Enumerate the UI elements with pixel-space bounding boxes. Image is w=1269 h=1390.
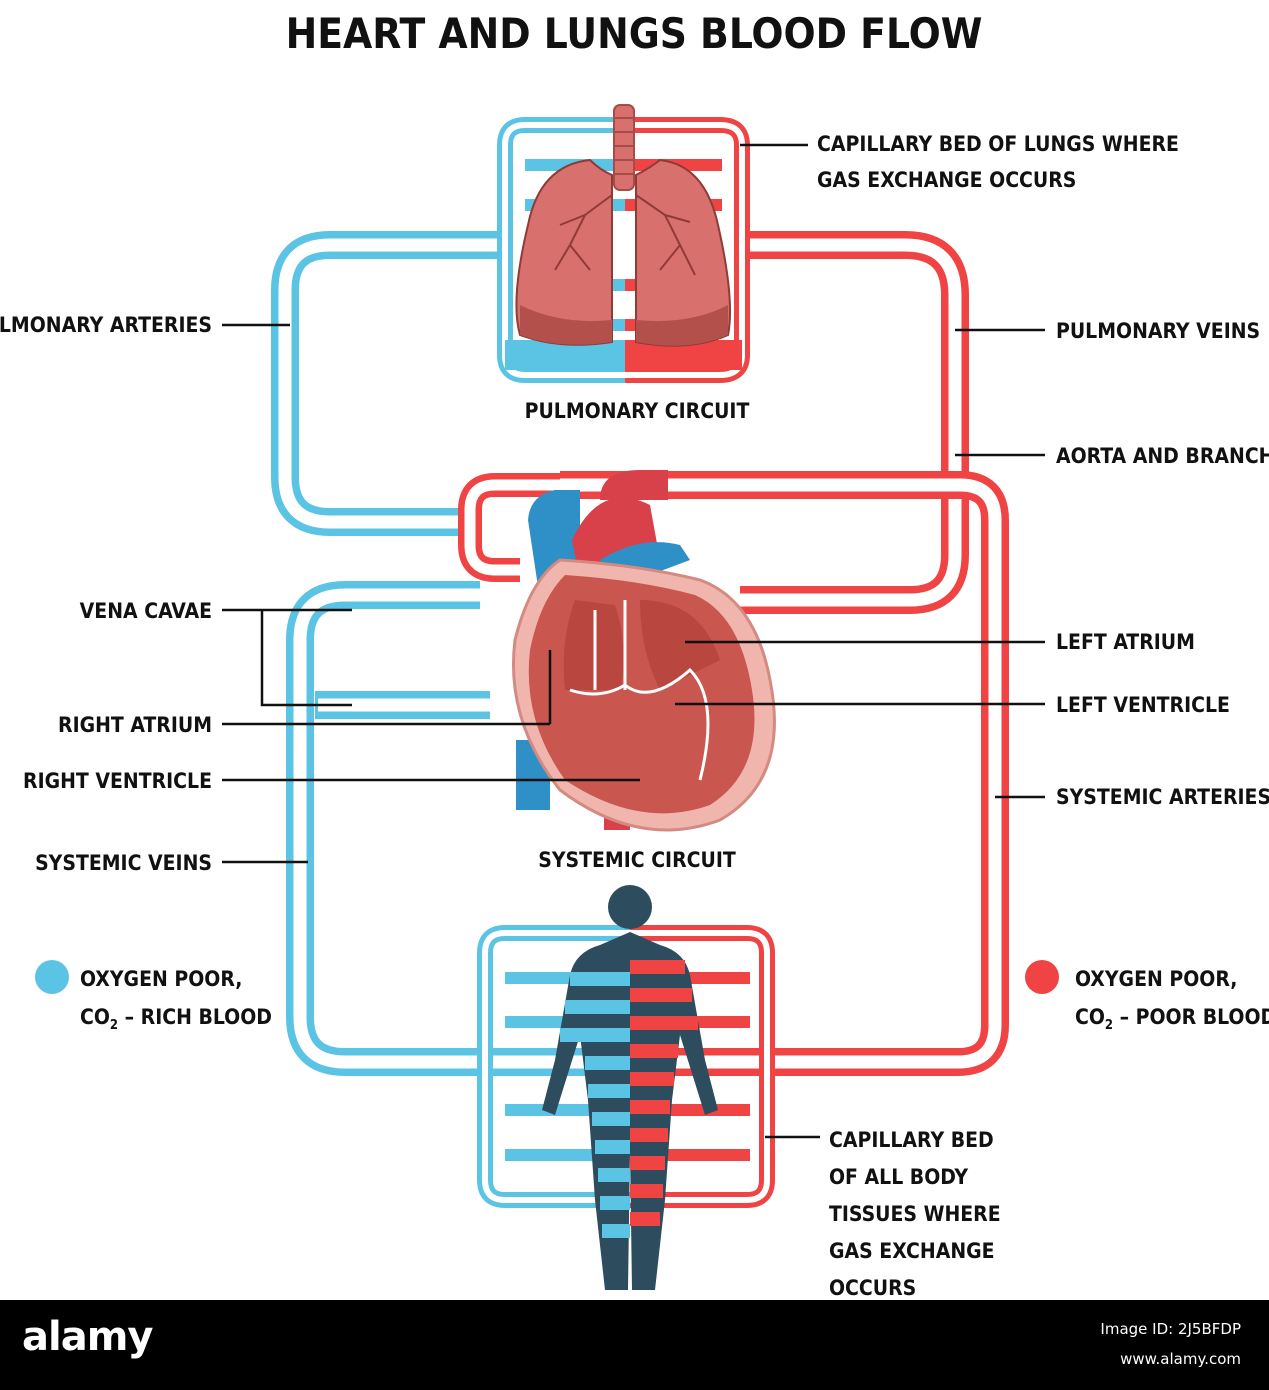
label-systemic-circuit: SYSTEMIC CIRCUIT: [538, 848, 736, 872]
stock-footer-bar: alamy Image ID: 2J5BFDP www.alamy.com: [0, 1300, 1269, 1390]
label-pulmonary-circuit: PULMONARY CIRCUIT: [525, 399, 750, 423]
legend-blue-dot: [35, 960, 69, 994]
label-capillary-body-line4: GAS EXCHANGE: [829, 1239, 995, 1263]
label-left-atrium: LEFT ATRIUM: [1056, 630, 1195, 654]
image-id-text: Image ID: 2J5BFDP: [1100, 1320, 1241, 1338]
label-vena-cavae: VENA CAVAE: [80, 599, 212, 623]
blood-flow-diagram: HEART AND LUNGS BLOOD FLOW: [0, 9, 1269, 1300]
footer-meta: Image ID: 2J5BFDP www.alamy.com: [1100, 1314, 1241, 1374]
lungs-illustration: [515, 104, 732, 347]
legend-red-dot: [1025, 960, 1059, 994]
label-pulmonary-veins: PULMONARY VEINS: [1056, 319, 1260, 343]
diagram-title: HEART AND LUNGS BLOOD FLOW: [286, 9, 983, 58]
label-capillary-body-line5: OCCURS: [829, 1276, 916, 1300]
legend-oxygen-poor-red: OXYGEN POOR, CO2 – POOR BLOOD: [1025, 960, 1269, 1033]
label-right-atrium: RIGHT ATRIUM: [58, 713, 212, 737]
label-pulmonary-arteries: PULMONARY ARTERIES: [0, 313, 212, 337]
human-figure: [542, 885, 718, 1290]
label-left-ventricle: LEFT VENTRICLE: [1056, 693, 1230, 717]
legend-red-line2: CO2 – POOR BLOOD: [1075, 1005, 1269, 1033]
legend-blue-line2: CO2 – RICH BLOOD: [80, 1005, 272, 1033]
legend-red-line1: OXYGEN POOR,: [1075, 967, 1237, 991]
label-capillary-body-line2: OF ALL BODY: [829, 1165, 968, 1189]
alamy-logo: alamy: [22, 1314, 153, 1360]
label-capillary-lungs-line1: CAPILLARY BED OF LUNGS WHERE: [817, 132, 1179, 156]
label-capillary-lungs-line2: GAS EXCHANGE OCCURS: [817, 168, 1076, 192]
label-capillary-body-line3: TISSUES WHERE: [829, 1202, 1001, 1226]
label-aorta: AORTA AND BRANCHES: [1056, 444, 1269, 468]
legend-oxygen-poor-blue: OXYGEN POOR, CO2 – RICH BLOOD: [35, 960, 272, 1033]
label-capillary-body-line1: CAPILLARY BED: [829, 1128, 994, 1152]
heart-illustration: [511, 470, 776, 832]
pulmonary-vein-vessel: [736, 231, 969, 614]
label-systemic-arteries: SYSTEMIC ARTERIES: [1056, 785, 1269, 809]
label-systemic-veins: SYSTEMIC VEINS: [35, 851, 212, 875]
label-right-ventricle: RIGHT VENTRICLE: [23, 769, 212, 793]
site-url-text: www.alamy.com: [1120, 1350, 1241, 1368]
leader-lines: [222, 143, 1045, 1139]
legend-blue-line1: OXYGEN POOR,: [80, 967, 242, 991]
